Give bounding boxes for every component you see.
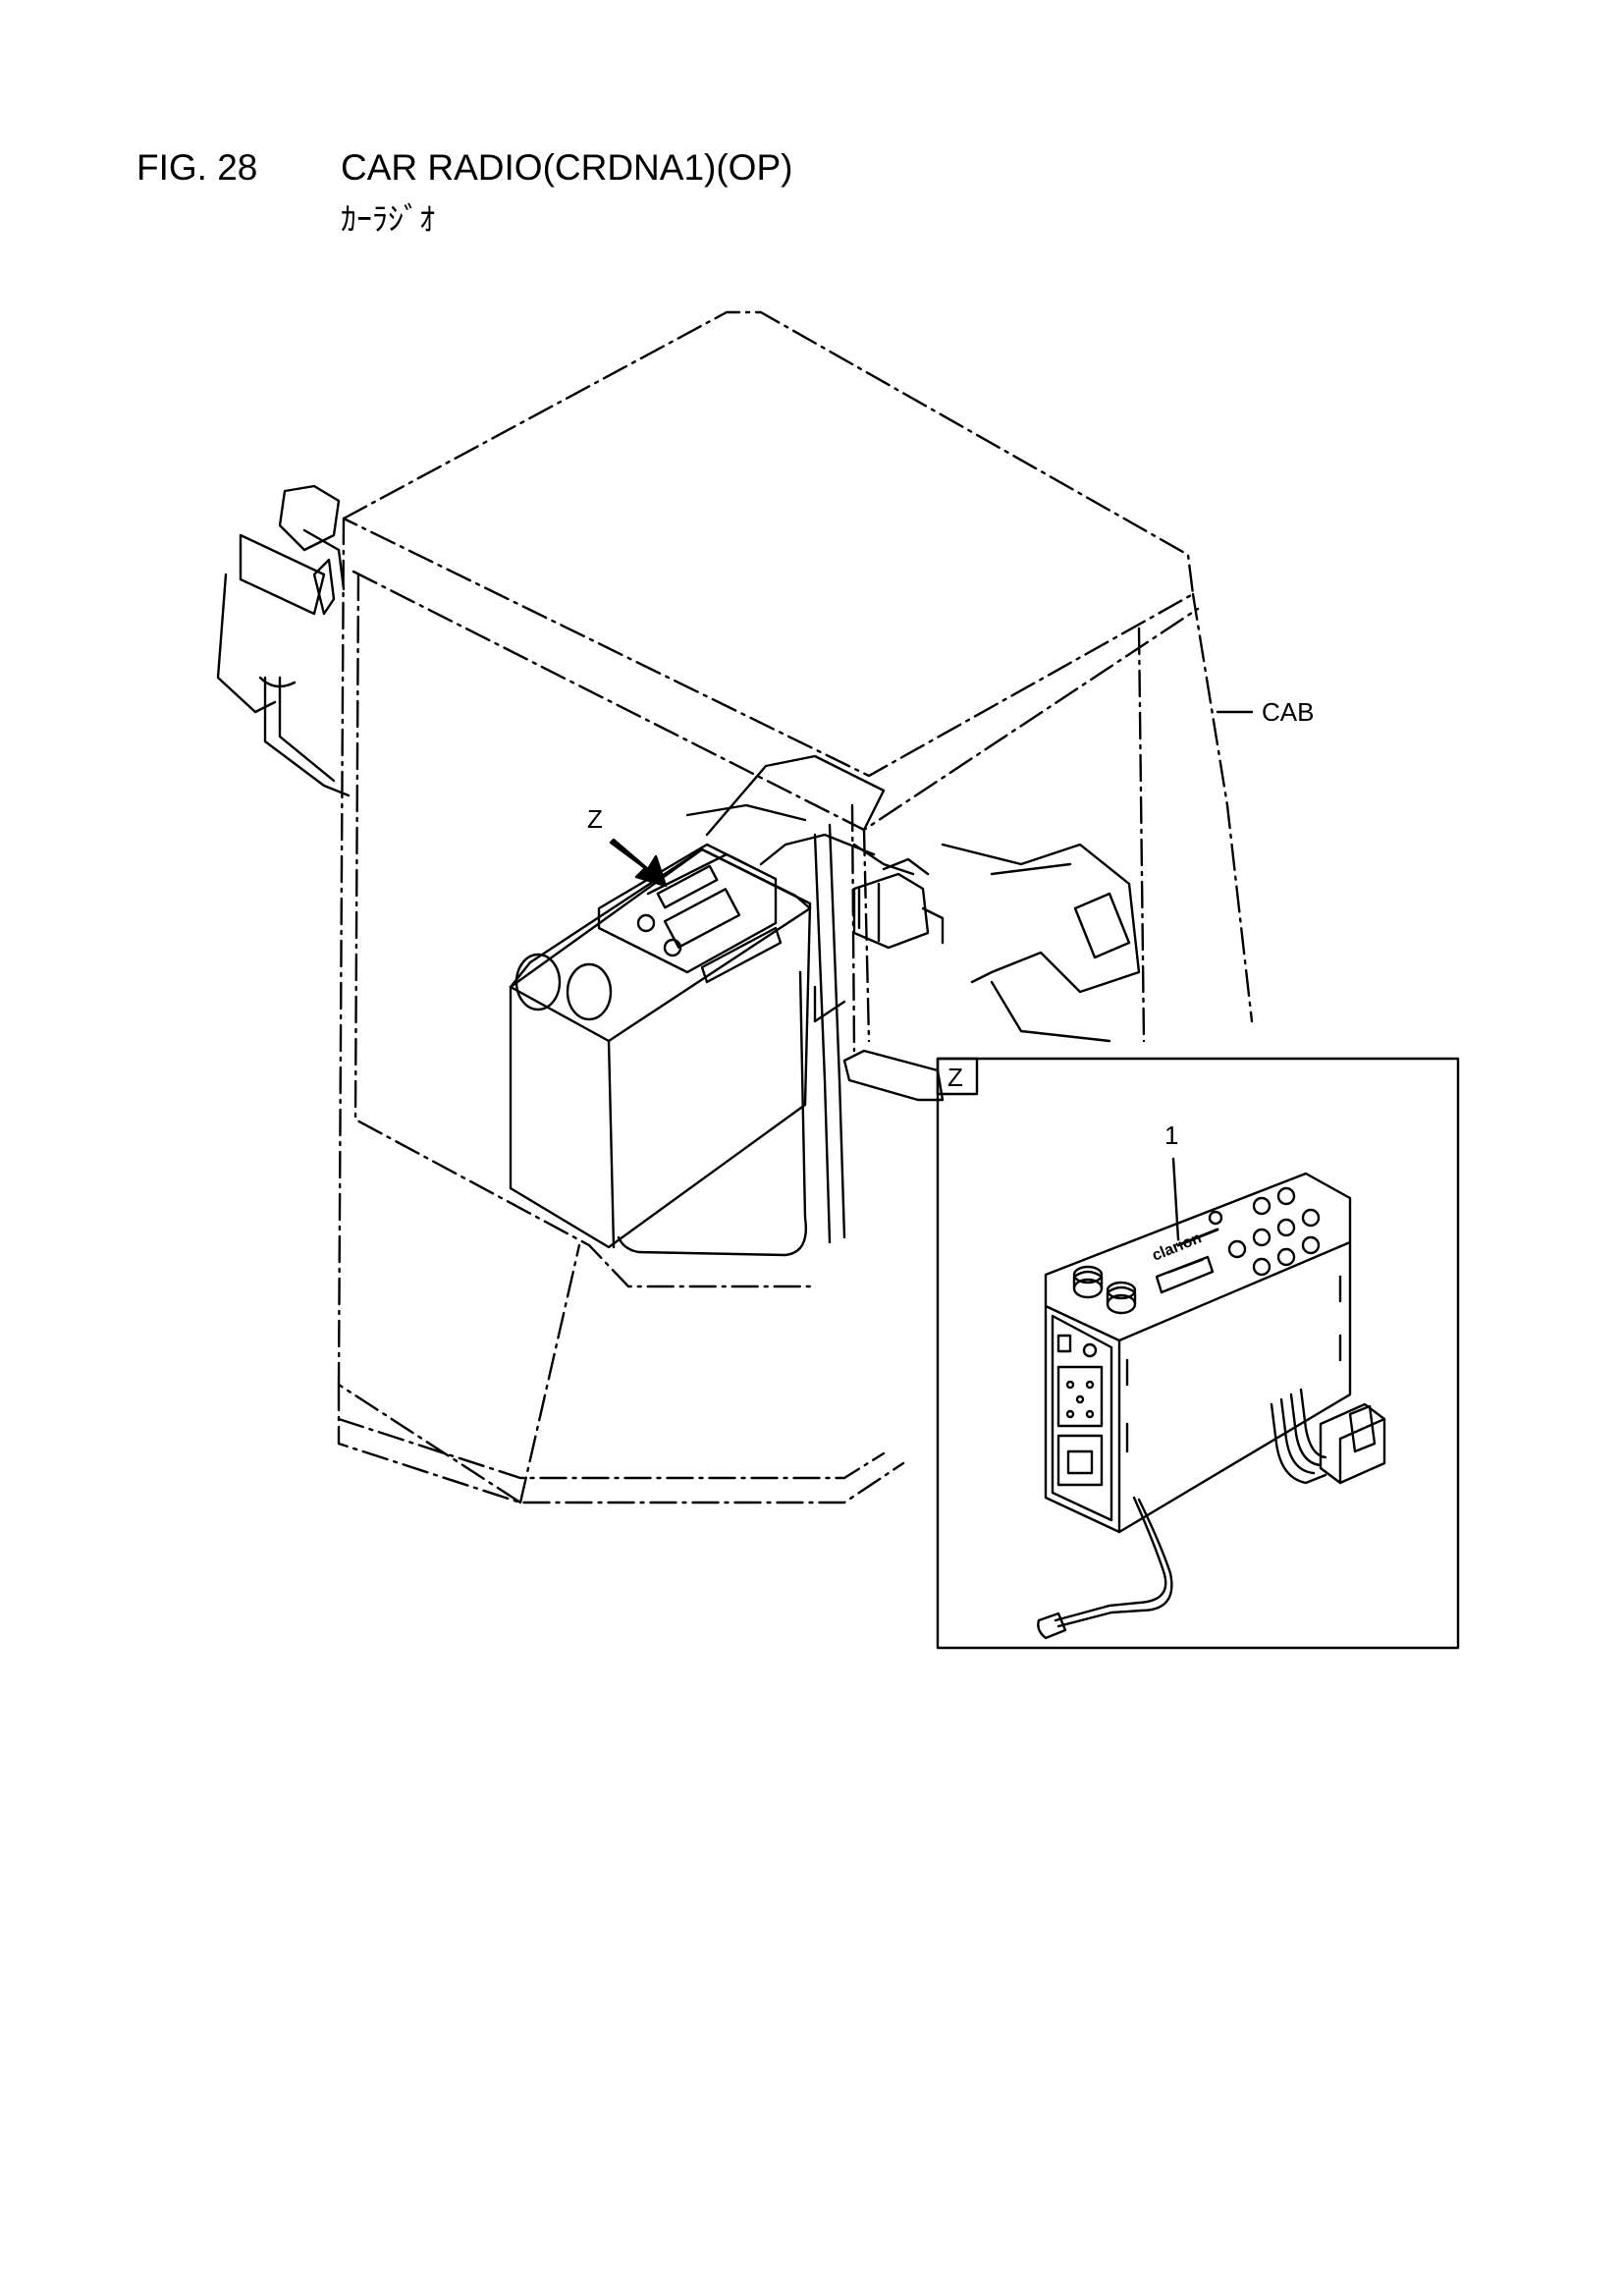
cab-label: CAB [1262,697,1314,727]
view-marker-label: Z [587,804,603,834]
figure-title: CAR RADIO(CRDNA1)(OP) [341,147,793,188]
left-mirror-bracket [216,484,351,797]
detail-view-label: Z [947,1063,963,1092]
cab-outline [337,310,1254,1504]
dashboard-steering [685,754,1141,1244]
figure-subtitle: ｶｰﾗｼﾞｵ [341,200,436,238]
detail-view-box [936,1057,1460,1650]
view-arrow [609,838,668,888]
figure-number: FIG. 28 [136,147,258,188]
radio-unit [1037,1172,1386,1640]
console-cable [617,970,807,1257]
part-1-leader-line [1171,1157,1180,1241]
console-housing [509,843,812,1249]
part-number-callout: 1 [1164,1121,1178,1150]
